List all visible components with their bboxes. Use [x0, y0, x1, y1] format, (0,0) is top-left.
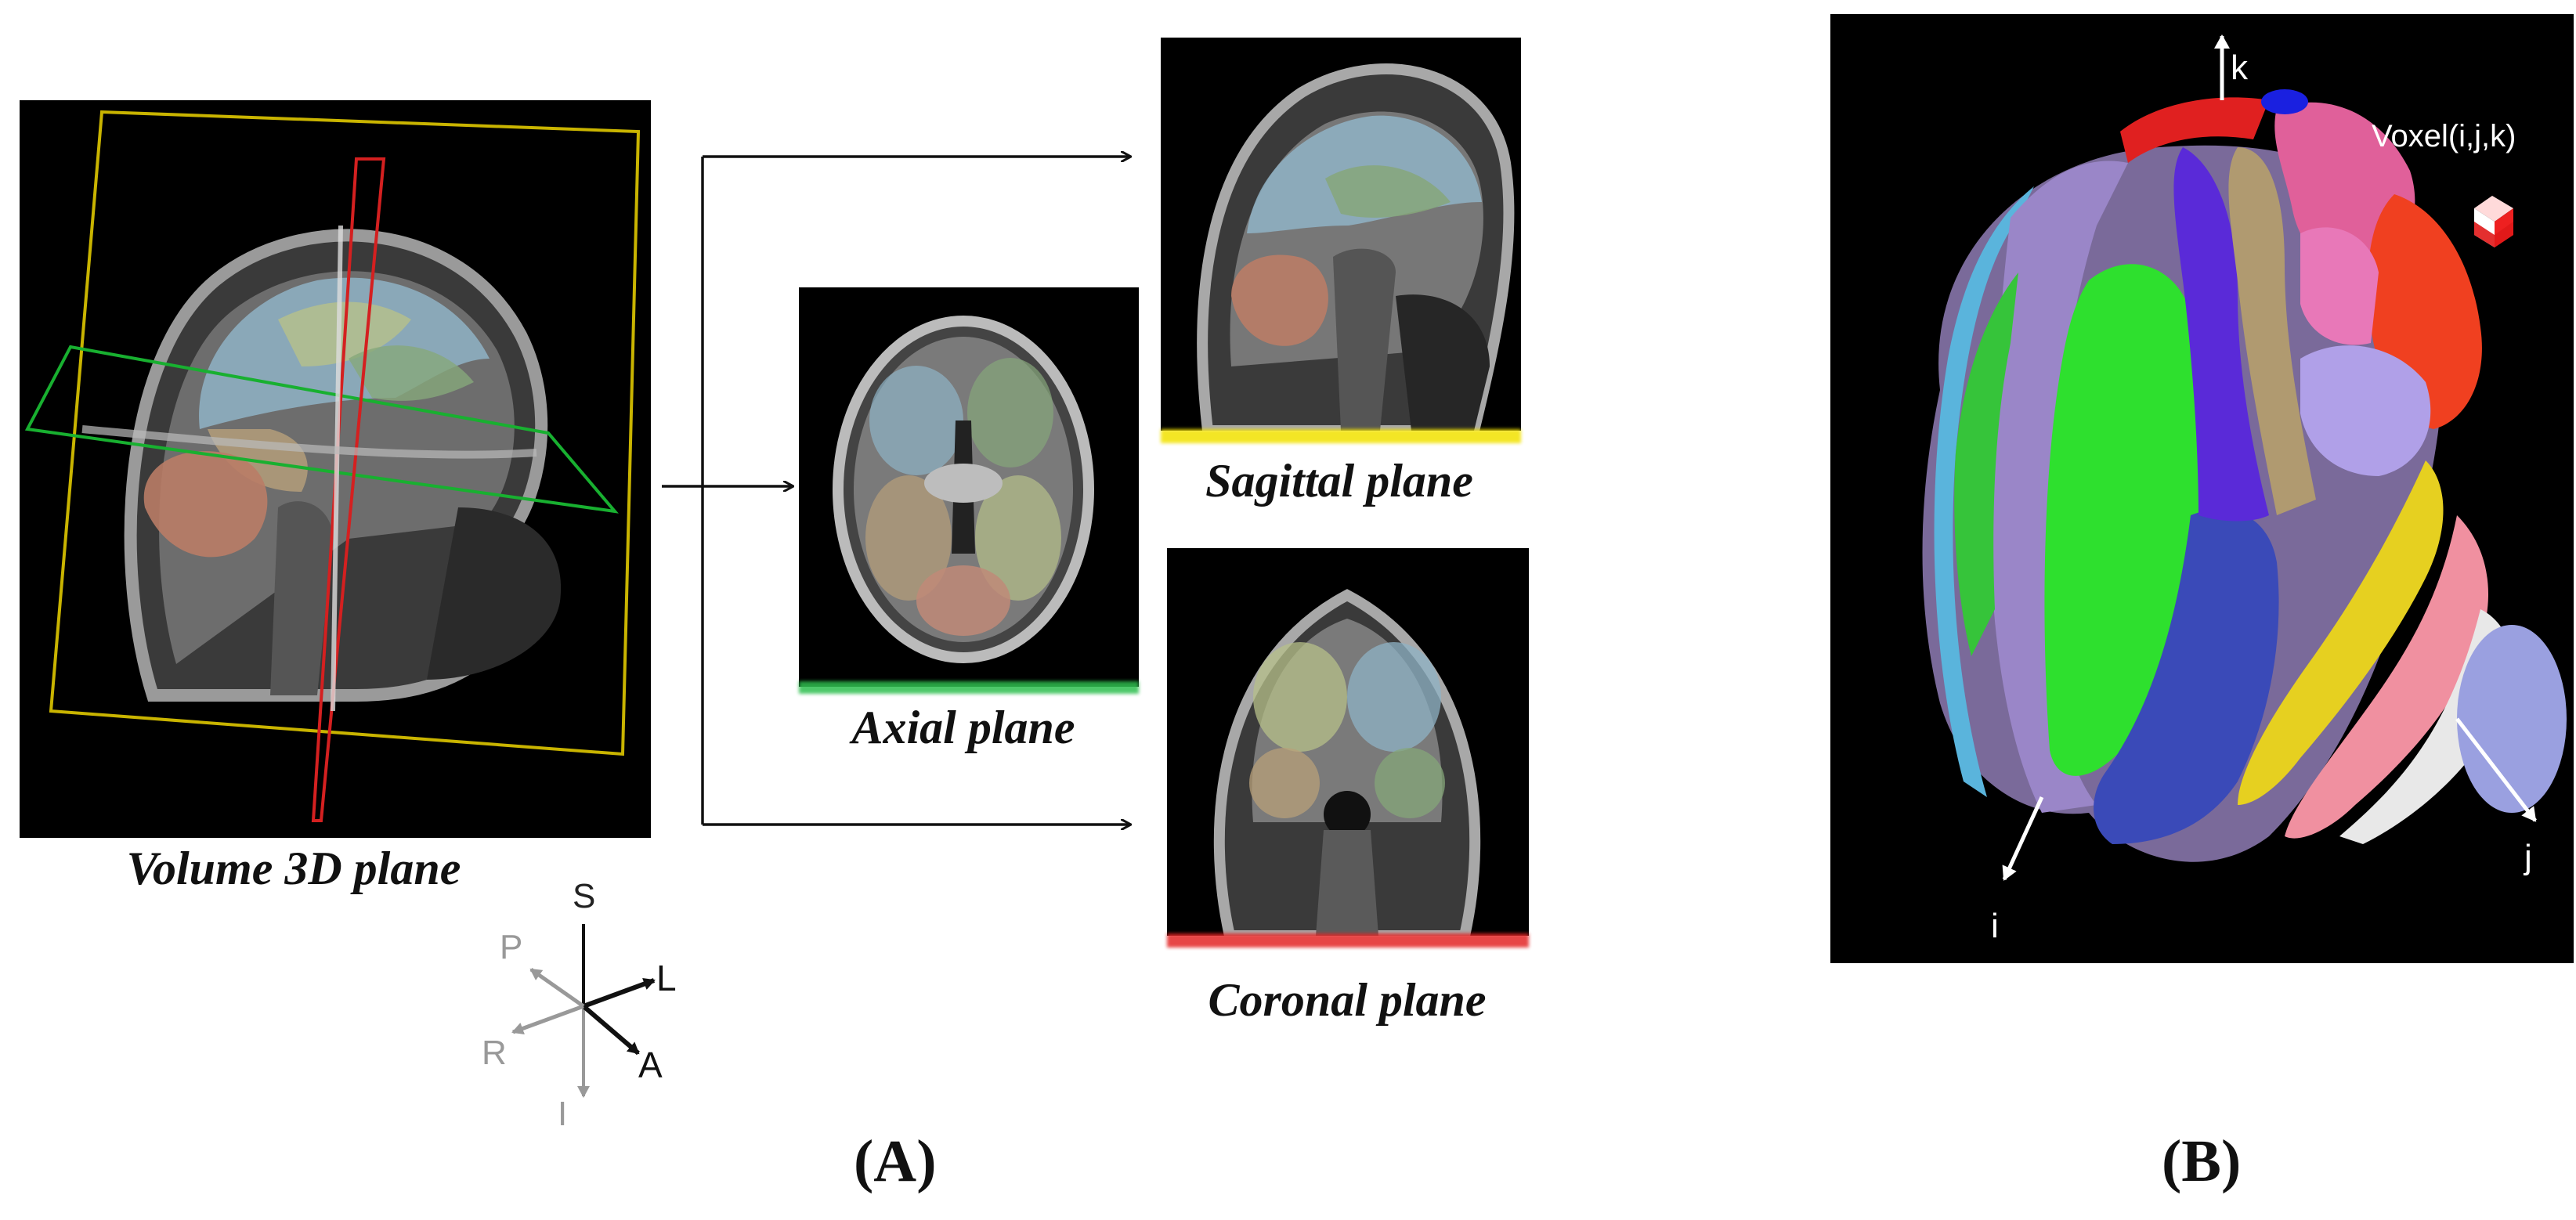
orient-label-p: P: [500, 928, 523, 966]
voxel-cube-icon: [2474, 196, 2513, 247]
axial-caption: Axial plane: [851, 702, 1075, 753]
volume-3d-image: [20, 100, 651, 838]
orient-label-s: S: [573, 877, 596, 915]
coronal-underline: [1167, 933, 1529, 947]
axis-j-label: j: [2524, 838, 2532, 876]
sagittal-underline: [1161, 429, 1521, 443]
sagittal-caption: Sagittal plane: [1205, 455, 1473, 507]
axis-j-arrow: [2455, 717, 2537, 822]
axial-underline: [799, 681, 1139, 694]
brain-3d-image: [1830, 14, 2574, 963]
volume-caption: Volume 3D plane: [126, 843, 461, 894]
orient-label-r: R: [482, 1034, 507, 1072]
axial-image: [799, 287, 1139, 687]
axis-k-label: k: [2231, 49, 2248, 87]
figure-label-b: (B): [2162, 1128, 2242, 1194]
coronal-image: [1167, 548, 1529, 936]
voxel-label: Voxel(i,j,k): [2372, 119, 2516, 153]
figure-label-a: (A): [854, 1128, 937, 1194]
orient-label-a: A: [638, 1045, 663, 1085]
axis-i-arrow-b: [2002, 796, 2044, 881]
orient-label-i: I: [558, 1095, 568, 1133]
coronal-caption: Coronal plane: [1208, 974, 1487, 1026]
orient-label-l: L: [656, 958, 677, 998]
sagittal-image: [1161, 38, 1521, 431]
axis-i-label: i: [1991, 907, 1999, 945]
